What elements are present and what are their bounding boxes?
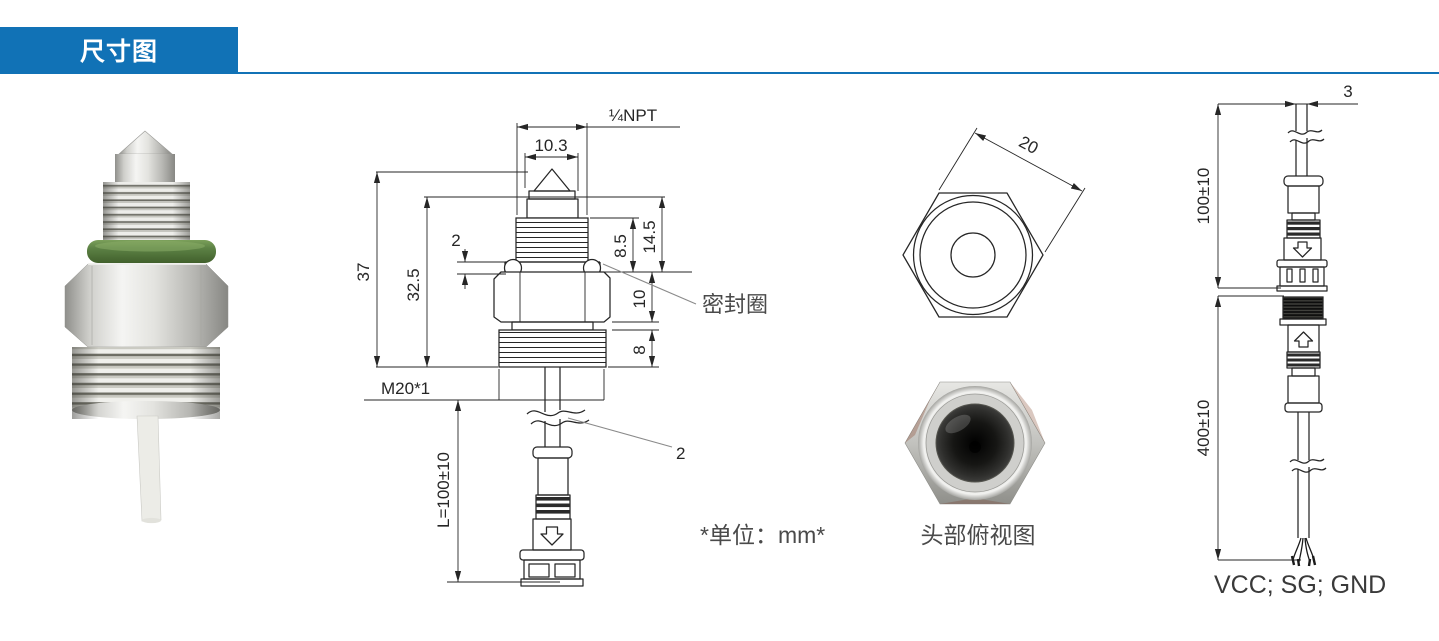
dim-npt-thread: ¼NPT	[609, 106, 657, 125]
cable-ref-number: 2	[676, 444, 685, 463]
bare-wires	[1290, 537, 1317, 567]
dim-height-to-seal: 32.5	[404, 268, 423, 301]
topview-mid-circle	[919, 201, 1027, 309]
wire-labels: VCC; SG; GND	[1214, 571, 1386, 599]
header-divider	[0, 72, 1439, 74]
dim-head-height: 14.5	[640, 220, 659, 253]
cable-drawing: 3 100±10 400±10	[1194, 82, 1386, 599]
unit-note: *单位：mm*	[700, 522, 825, 548]
photo-topview-tint-left	[905, 382, 940, 443]
drawing-probe-tip	[533, 168, 571, 192]
seal-ring-label: 密封圈	[702, 292, 768, 317]
drawing-tip-base	[528, 190, 576, 200]
front-view-drawing: 10.3 ¼NPT 37 32.5 2 8.5 14.5	[354, 106, 825, 587]
dim-cable-length: L=100±10	[434, 452, 453, 528]
photo-hex-facets	[91, 266, 202, 345]
drawing-cable-upper	[544, 367, 561, 412]
photo-cable-end	[142, 517, 161, 524]
dim-overall-height: 37	[354, 263, 373, 282]
dim-lower-thread-height: 8	[630, 345, 649, 354]
down-arrow-icon	[540, 526, 564, 546]
topview-center-circle	[950, 232, 996, 278]
cable-female-connector	[1279, 296, 1327, 567]
dim-hex-height: 10	[630, 290, 649, 309]
drawing-lower-neck	[511, 321, 594, 331]
photo-head-cylinder	[115, 154, 175, 182]
front-view-dimensions: 10.3 ¼NPT 37 32.5 2 8.5 14.5	[354, 106, 768, 583]
topview-outer-circle	[912, 194, 1034, 316]
section-banner: 尺寸图	[0, 27, 238, 72]
section-title: 尺寸图	[79, 37, 158, 66]
drawing-neck	[526, 198, 579, 219]
photo-topview-tint-right	[1010, 382, 1045, 443]
drawing-connector	[519, 446, 585, 587]
dim-thread-engagement: 8.5	[611, 234, 630, 258]
dim-connector-segment: 100±10	[1194, 168, 1213, 225]
dim-seal-thickness: 2	[451, 231, 460, 250]
photo-cable	[136, 415, 162, 522]
cable-ref-leader	[567, 417, 673, 448]
cable-male-connector	[1276, 104, 1328, 292]
dim-wire-diameter: 3	[1343, 82, 1352, 101]
drawing-cable-lower	[544, 419, 561, 447]
photo-topview-cone-tip	[969, 441, 981, 453]
photo-upper-thread-shading	[103, 182, 190, 240]
topview-hexagon	[902, 192, 1044, 318]
product-photo	[64, 130, 229, 524]
dim-lower-thread-spec: M20*1	[381, 379, 430, 398]
dim-across-flats: 20	[1016, 132, 1042, 158]
drawing-upper-thread	[515, 217, 589, 263]
seal-ring-leader	[602, 263, 697, 305]
photo-lower-thread-shading	[72, 347, 220, 419]
top-view-drawing: 20	[902, 127, 1086, 318]
photo-oring-highlight	[95, 240, 205, 252]
drawing-cable-break-1	[526, 409, 586, 417]
drawing-hex-facets	[519, 272, 586, 322]
dim-cable-segment: 400±10	[1194, 400, 1213, 457]
photo-topview-tint-bottom	[940, 498, 1010, 504]
up-arrow-icon	[1293, 331, 1314, 348]
photo-probe-tip	[118, 130, 173, 155]
down-arrow-icon	[1292, 241, 1313, 258]
dim-tip-width: 10.3	[534, 136, 567, 155]
drawing-hex-body	[493, 271, 611, 323]
photo-hex-nut	[64, 263, 229, 348]
top-view-caption: 头部俯视图	[921, 522, 1036, 548]
drawing-lower-thread	[498, 329, 607, 368]
top-view-photo: 头部俯视图	[904, 381, 1046, 548]
drawing-cable-break-2	[530, 419, 590, 427]
photo-topview-glare	[945, 414, 971, 434]
